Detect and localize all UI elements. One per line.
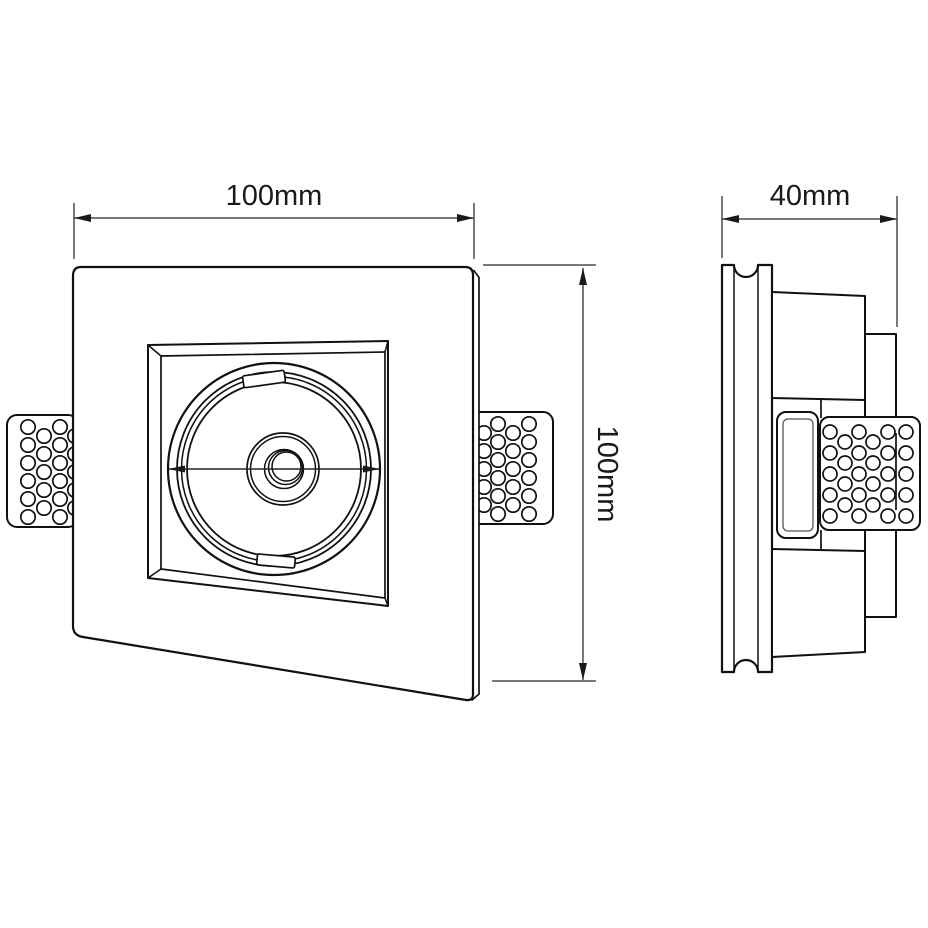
front-plate-side-edge: [470, 269, 480, 702]
plaster-plate-profile: [720, 263, 774, 674]
right-flange-holes: [479, 415, 538, 523]
bracket-outer: [776, 411, 819, 539]
front-view: 100mm 100mm: [6, 180, 623, 702]
led-aperture-inner: [271, 451, 302, 482]
led-aperture-mid: [267, 449, 304, 486]
depth-dimension: 40mm: [721, 180, 898, 327]
side-depth-label: 40mm: [770, 180, 851, 212]
bezel-corner-bevels: [147, 340, 389, 607]
right-mounting-flange: [479, 411, 554, 525]
cable-bracket: [776, 411, 819, 539]
front-width-label: 100mm: [226, 180, 323, 212]
side-view: 40mm: [720, 180, 921, 674]
lamp-rings: [166, 361, 382, 577]
width-dimension: 100mm: [73, 180, 475, 259]
groove-edges: [733, 265, 759, 672]
left-mounting-flange: [6, 414, 84, 528]
side-flange-holes: [822, 424, 914, 524]
housing-bottom-block: [771, 548, 866, 658]
housing-top-block: [771, 291, 866, 401]
top-retaining-clip: [241, 369, 287, 389]
side-mounting-flange: [819, 416, 921, 531]
front-height-label: 100mm: [591, 426, 623, 523]
bracket-inner: [782, 418, 814, 532]
bottom-retaining-clip: [255, 553, 297, 569]
diameter-arrow: [168, 465, 380, 473]
height-dimension: 100mm: [483, 264, 623, 682]
